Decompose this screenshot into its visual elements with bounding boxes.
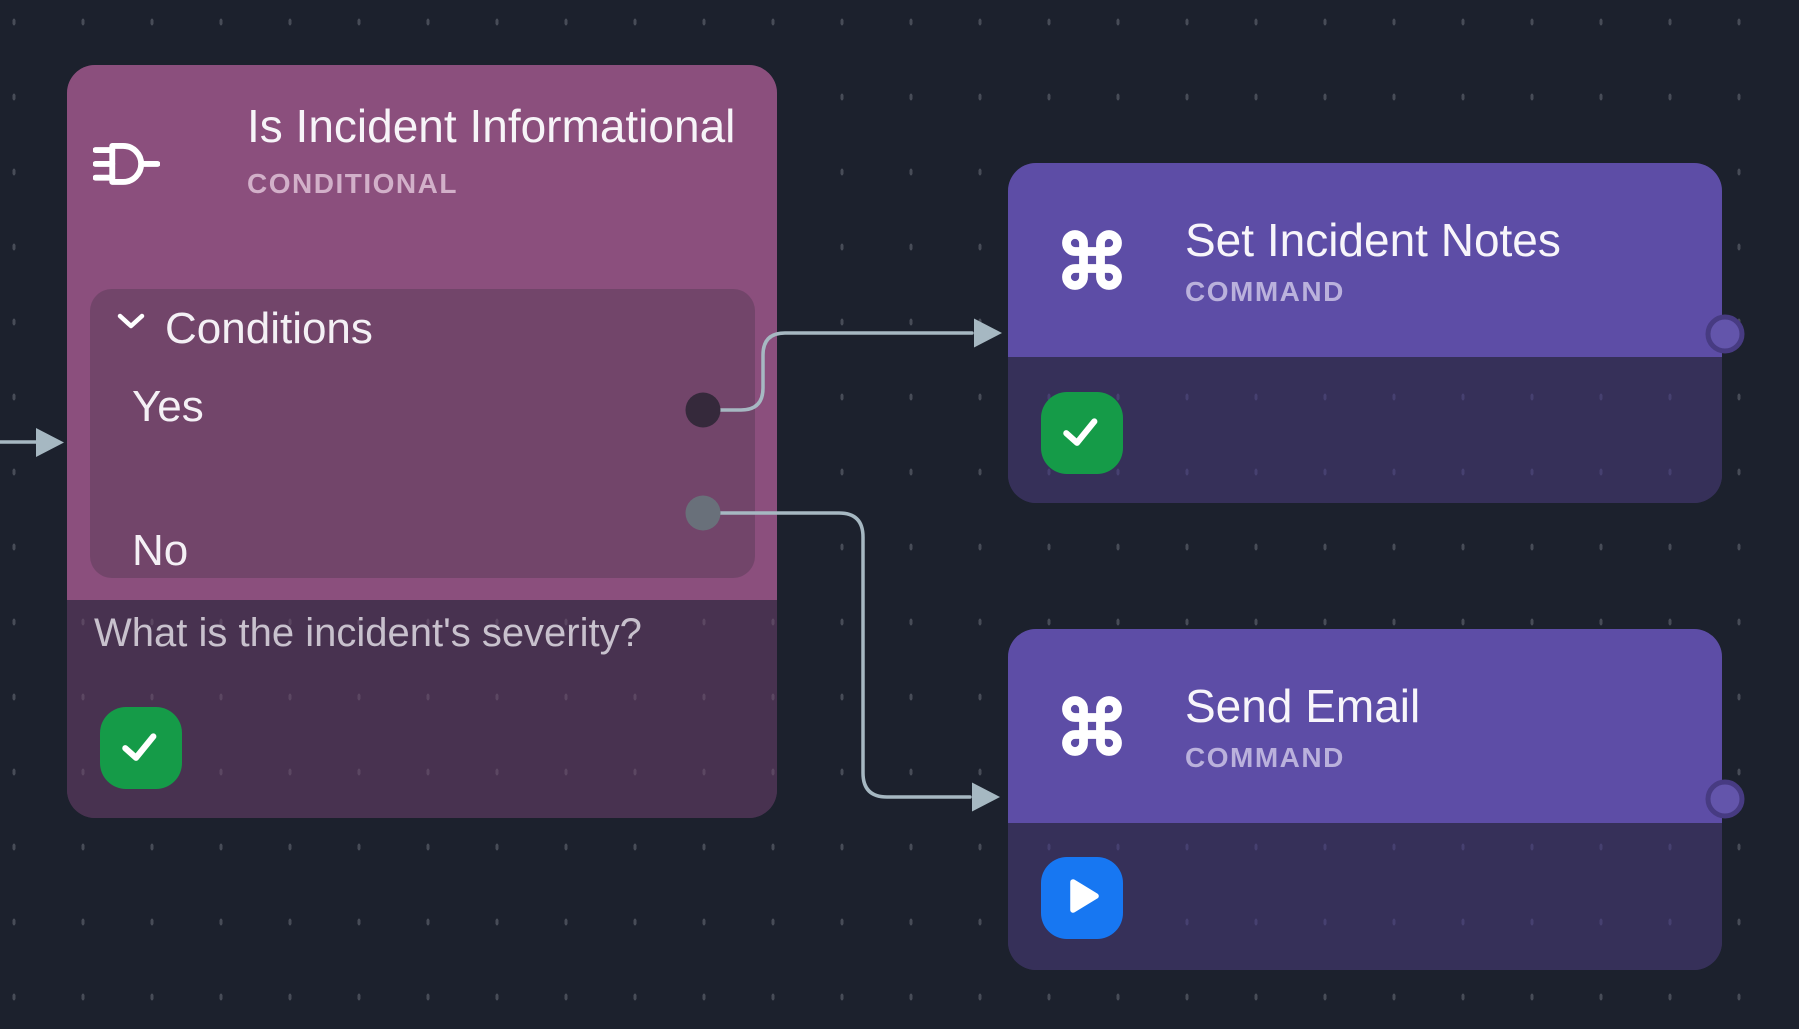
arrowhead-icon: [972, 782, 1000, 812]
command-icon: [1058, 690, 1126, 762]
conditions-toggle[interactable]: Conditions: [165, 304, 373, 353]
command-node-body: [1008, 357, 1722, 503]
node-title: Send Email: [1185, 679, 1421, 732]
arrowhead-icon: [974, 318, 1002, 348]
command-icon: [1058, 224, 1126, 296]
conditional-node-header: Is Incident Informational CONDITIONAL Co…: [67, 65, 777, 600]
arrowhead-icon: [36, 428, 64, 457]
check-icon: [1054, 403, 1110, 464]
node-conditional[interactable]: Is Incident Informational CONDITIONAL Co…: [67, 65, 777, 818]
command-node-header: Send Email COMMAND: [1008, 629, 1722, 823]
node-set-incident-notes[interactable]: Set Incident Notes COMMAND: [1008, 163, 1722, 503]
node-description: What is the incident's severity?: [94, 611, 642, 655]
conditional-node-body: What is the incident's severity?: [67, 600, 777, 818]
branch-label-no: No: [132, 526, 189, 575]
status-badge-success: [1041, 392, 1123, 474]
chevron-down-icon[interactable]: [117, 312, 145, 330]
status-badge-success: [100, 707, 182, 789]
command-node-header: Set Incident Notes COMMAND: [1008, 163, 1722, 357]
logic-gate-icon: [92, 137, 161, 190]
play-icon: [1054, 868, 1110, 929]
conditions-panel: [90, 289, 755, 578]
node-type-label: COMMAND: [1185, 741, 1345, 773]
branch-label-yes: Yes: [132, 382, 204, 431]
node-type-label: CONDITIONAL: [247, 168, 458, 199]
node-title: Is Incident Informational: [247, 100, 736, 152]
node-title: Set Incident Notes: [1185, 213, 1561, 266]
command-node-body: [1008, 823, 1722, 970]
node-send-email[interactable]: Send Email COMMAND: [1008, 629, 1722, 970]
node-type-label: COMMAND: [1185, 275, 1345, 307]
status-badge-running: [1041, 857, 1123, 939]
check-icon: [113, 718, 169, 779]
